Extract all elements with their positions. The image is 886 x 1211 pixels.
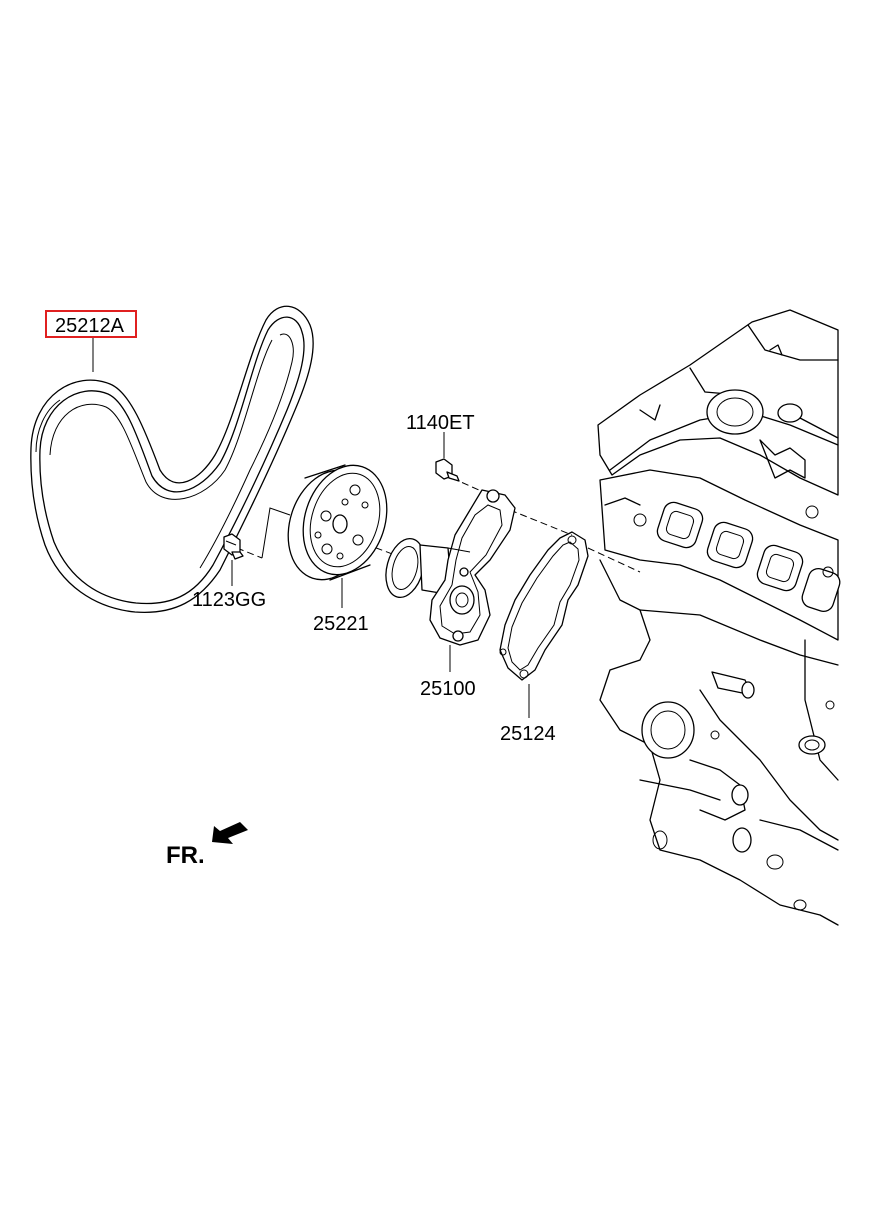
part-label-water-pump[interactable]: 25100 xyxy=(420,678,476,700)
pulley-drawing xyxy=(287,464,388,581)
leader-lines xyxy=(92,336,530,718)
pump-bolt-drawing xyxy=(435,458,460,482)
part-label-belt[interactable]: 25212A xyxy=(55,315,125,337)
part-label-pump-bolt[interactable]: 1140ET xyxy=(406,412,475,434)
front-label: FR. xyxy=(166,842,205,869)
part-label-gasket[interactable]: 25124 xyxy=(500,723,556,745)
part-label-pulley-bolt[interactable]: 1123GG xyxy=(192,589,266,611)
front-indicator: FR. xyxy=(166,822,248,869)
engine-block-drawing xyxy=(597,309,841,926)
pulley-bolt-drawing xyxy=(223,533,244,560)
highlight-box xyxy=(45,310,137,338)
front-arrow-icon xyxy=(212,822,248,844)
gasket-drawing xyxy=(499,531,589,681)
water-pump-drawing xyxy=(385,489,516,646)
part-label-pulley[interactable]: 25221 xyxy=(313,613,369,635)
drive-belt xyxy=(30,305,314,614)
